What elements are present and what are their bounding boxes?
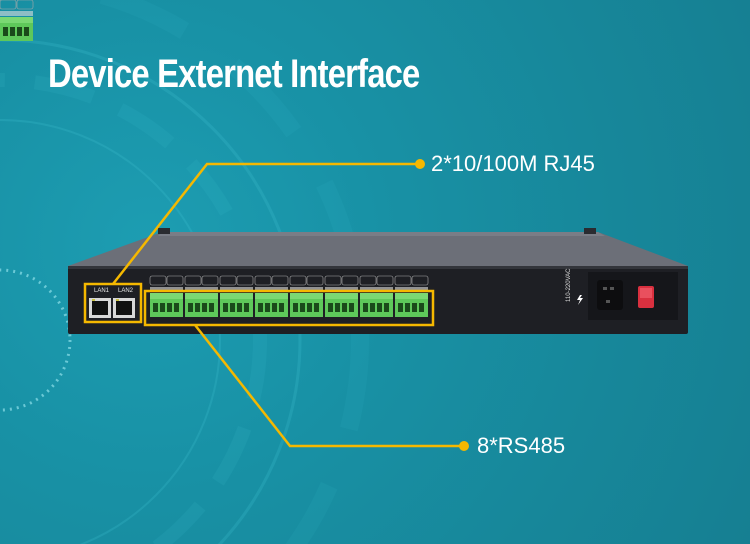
lan-ports: LAN1 LAN2 — [89, 288, 135, 318]
svg-text:110-220VAC: 110-220VAC — [566, 268, 572, 302]
rs485-terminals — [0, 0, 429, 318]
page-title: Device Externet Interface — [48, 52, 420, 96]
svg-text:LAN1: LAN1 — [94, 288, 110, 294]
callout-rj45-label: 2*10/100M RJ45 — [431, 151, 595, 176]
svg-text:LAN2: LAN2 — [118, 288, 134, 294]
power-section: 110-220VAC — [566, 268, 678, 320]
callout-rs485-label: 8*RS485 — [477, 433, 566, 458]
